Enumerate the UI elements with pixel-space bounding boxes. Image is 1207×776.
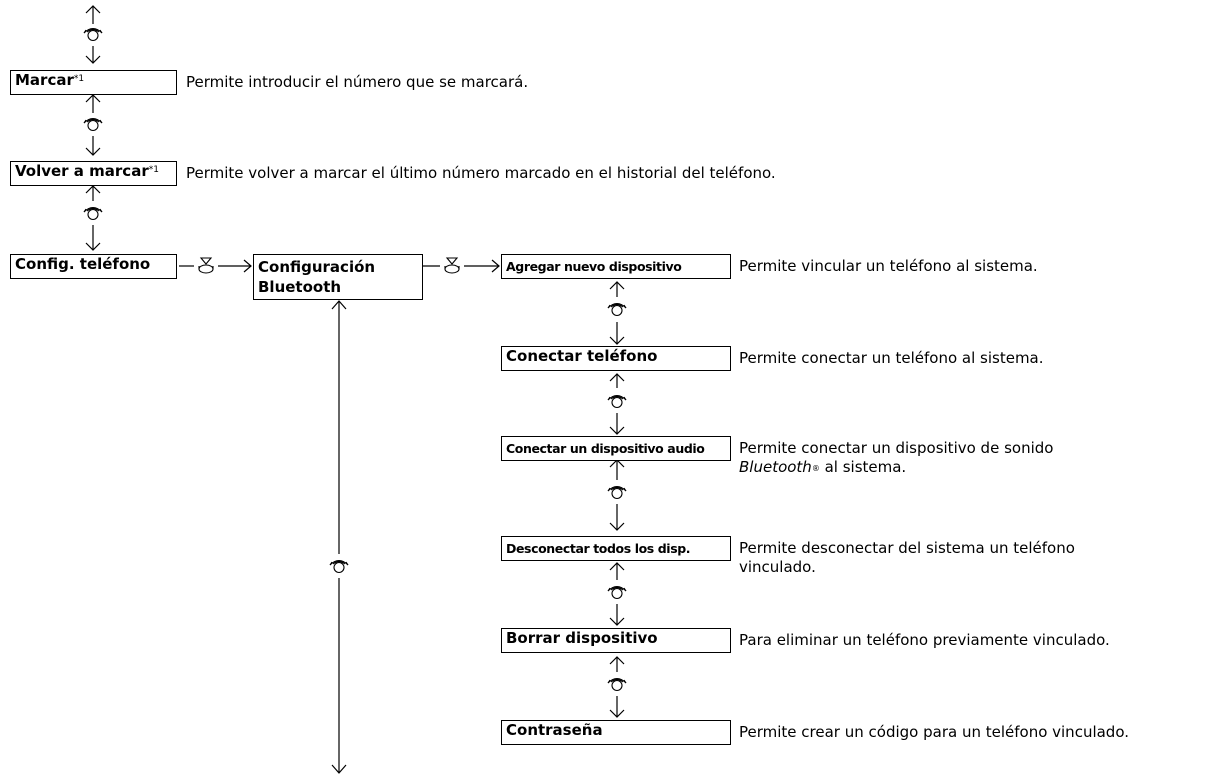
description-rest: al sistema. [819, 458, 907, 476]
description-text: Permite crear un código para un teléfono… [739, 723, 1130, 741]
menu-item-label: Volver a marcar [15, 162, 149, 180]
rotate-knob-icon [607, 485, 627, 500]
rotate-knob-icon [607, 394, 627, 409]
bt-item-label: Contraseña [506, 721, 603, 739]
submenu-label-line1: Configuración [258, 258, 376, 276]
description-line: Bluetooth® al sistema. [739, 458, 1053, 477]
description-line: Permite desconectar del sistema un teléf… [739, 539, 1075, 557]
bt-item-conectar-telefono[interactable]: Conectar teléfono [501, 346, 731, 371]
description-text: Permite introducir el número que se marc… [186, 73, 529, 91]
footnote-marker: *1 [73, 74, 85, 84]
bt-item-label: Agregar nuevo dispositivo [506, 259, 682, 274]
description-line: vinculado. [739, 558, 816, 576]
press-knob-icon [198, 257, 214, 274]
description-line: Permite conectar un dispositivo de sonid… [739, 439, 1054, 457]
menu-item-config-telefono[interactable]: Config. teléfono [10, 254, 177, 279]
rotate-knob-icon [607, 677, 627, 692]
description-text: Permite conectar un dispositivo de sonid… [739, 439, 1053, 477]
description-text: Permite desconectar del sistema un teléf… [739, 539, 1075, 577]
rotate-knob-icon [329, 559, 349, 574]
press-knob-icon [444, 257, 460, 274]
connector-lines [85, 5, 625, 774]
menu-item-configuracion-bluetooth[interactable]: Configuración Bluetooth [253, 254, 423, 300]
registered-mark: ® [811, 464, 820, 473]
bt-item-label: Conectar teléfono [506, 347, 658, 365]
bluetooth-brand-text: Bluetooth [739, 458, 812, 476]
menu-item-label: Marcar [15, 71, 74, 89]
bt-item-agregar-nuevo-dispositivo[interactable]: Agregar nuevo dispositivo [501, 254, 731, 279]
description-text: Permite volver a marcar el último número… [186, 164, 776, 182]
menu-item-volver-a-marcar[interactable]: Volver a marcar*1 [10, 161, 177, 186]
submenu-label-line2: Bluetooth [258, 278, 342, 296]
rotate-knob-icon [83, 27, 103, 42]
bt-item-label: Desconectar todos los disp. [506, 541, 691, 556]
description-text: Para eliminar un teléfono previamente vi… [739, 631, 1110, 649]
bt-item-label: Borrar dispositivo [506, 629, 658, 647]
bt-item-contrasena[interactable]: Contraseña [501, 720, 731, 745]
bt-item-borrar-dispositivo[interactable]: Borrar dispositivo [501, 628, 731, 653]
description-text: Permite conectar un teléfono al sistema. [739, 349, 1044, 367]
rotate-knob-icon [607, 585, 627, 600]
menu-item-marcar[interactable]: Marcar*1 [10, 70, 177, 95]
footnote-marker: *1 [148, 165, 159, 175]
rotate-knob-icon [607, 302, 627, 317]
description-text: Permite vincular un teléfono al sistema. [739, 257, 1038, 275]
rotate-knob-icon [83, 206, 103, 221]
bt-item-conectar-dispositivo-audio[interactable]: Conectar un dispositivo audio [501, 436, 731, 461]
menu-item-label: Config. teléfono [15, 255, 151, 273]
bt-item-label: Conectar un dispositivo audio [506, 441, 705, 456]
bt-item-desconectar-todos[interactable]: Desconectar todos los disp. [501, 536, 731, 561]
rotate-knob-icon [83, 117, 103, 132]
